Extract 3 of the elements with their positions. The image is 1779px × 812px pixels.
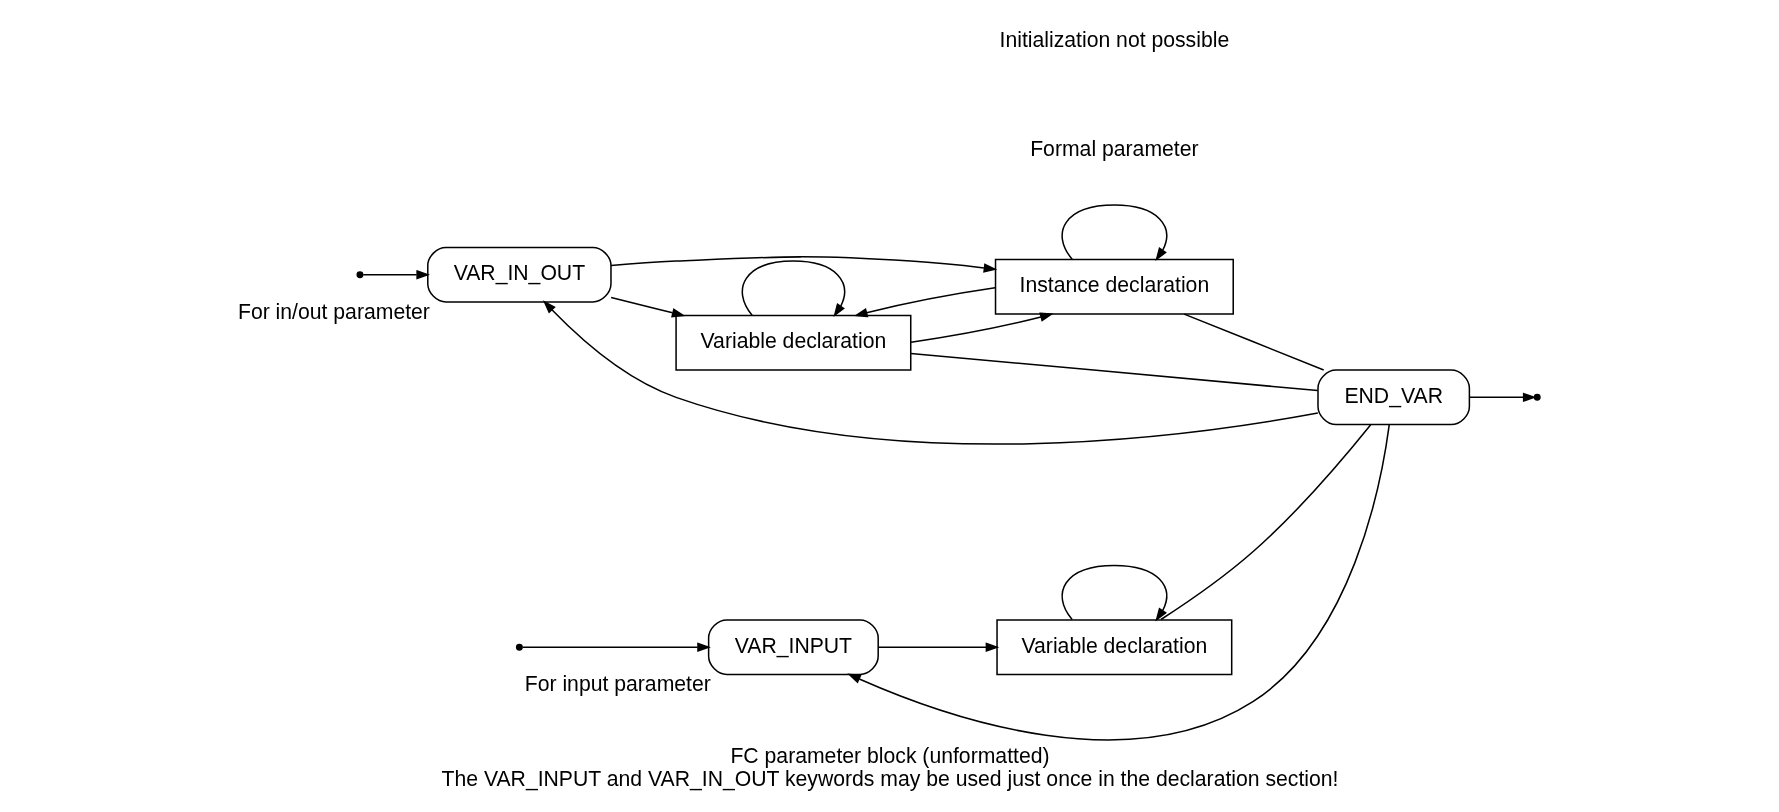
diagram-title: FC parameter block (unformatted) bbox=[729, 744, 1050, 768]
label: Initialization not possible bbox=[999, 28, 1229, 52]
label: Formal parameter bbox=[1029, 137, 1199, 161]
